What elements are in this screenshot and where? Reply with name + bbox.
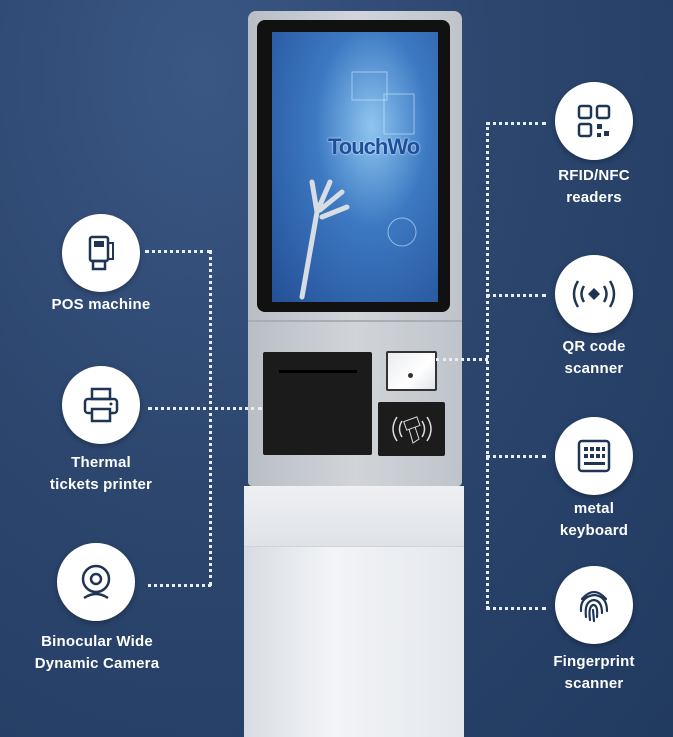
connector-camera <box>148 584 211 587</box>
qr-scanner-window <box>386 351 437 391</box>
connector-right-vertical <box>486 122 489 609</box>
kiosk-divider <box>248 320 462 322</box>
connector-left-vertical <box>209 250 212 586</box>
keyboard-badge <box>555 417 633 495</box>
pos-machine-icon <box>88 235 114 271</box>
nfc-card-icon <box>391 416 432 444</box>
nfc-reader-pad <box>378 402 445 456</box>
fingerprint-icon <box>579 590 609 623</box>
connector-pos <box>145 250 211 253</box>
connector-fingerprint <box>486 607 546 610</box>
connector-rfid <box>486 122 546 125</box>
fingerprint-badge <box>555 566 633 644</box>
robot-hand-graphic <box>299 71 417 300</box>
kiosk-screen: TouchWo <box>272 32 438 302</box>
qr-scanner-badge <box>555 255 633 333</box>
brand-logo: TouchWo <box>328 134 420 159</box>
rfid-badge <box>555 82 633 160</box>
camera-badge <box>57 543 135 621</box>
qr-code-icon <box>577 104 611 138</box>
ticket-printer-slot <box>263 352 372 455</box>
kiosk-pedestal-top <box>244 486 464 547</box>
keyboard-icon <box>577 439 611 473</box>
connector-keyboard <box>486 455 546 458</box>
feature-label-pos: POS machine <box>51 296 151 313</box>
connector-printer <box>148 407 262 410</box>
printer-icon <box>83 387 119 423</box>
camera-icon <box>81 564 111 600</box>
pos-machine-badge <box>62 214 140 292</box>
nfc-signal-icon <box>572 280 616 308</box>
printer-badge <box>62 366 140 444</box>
connector-qr <box>486 294 546 297</box>
connector-scanner-window <box>436 358 488 361</box>
